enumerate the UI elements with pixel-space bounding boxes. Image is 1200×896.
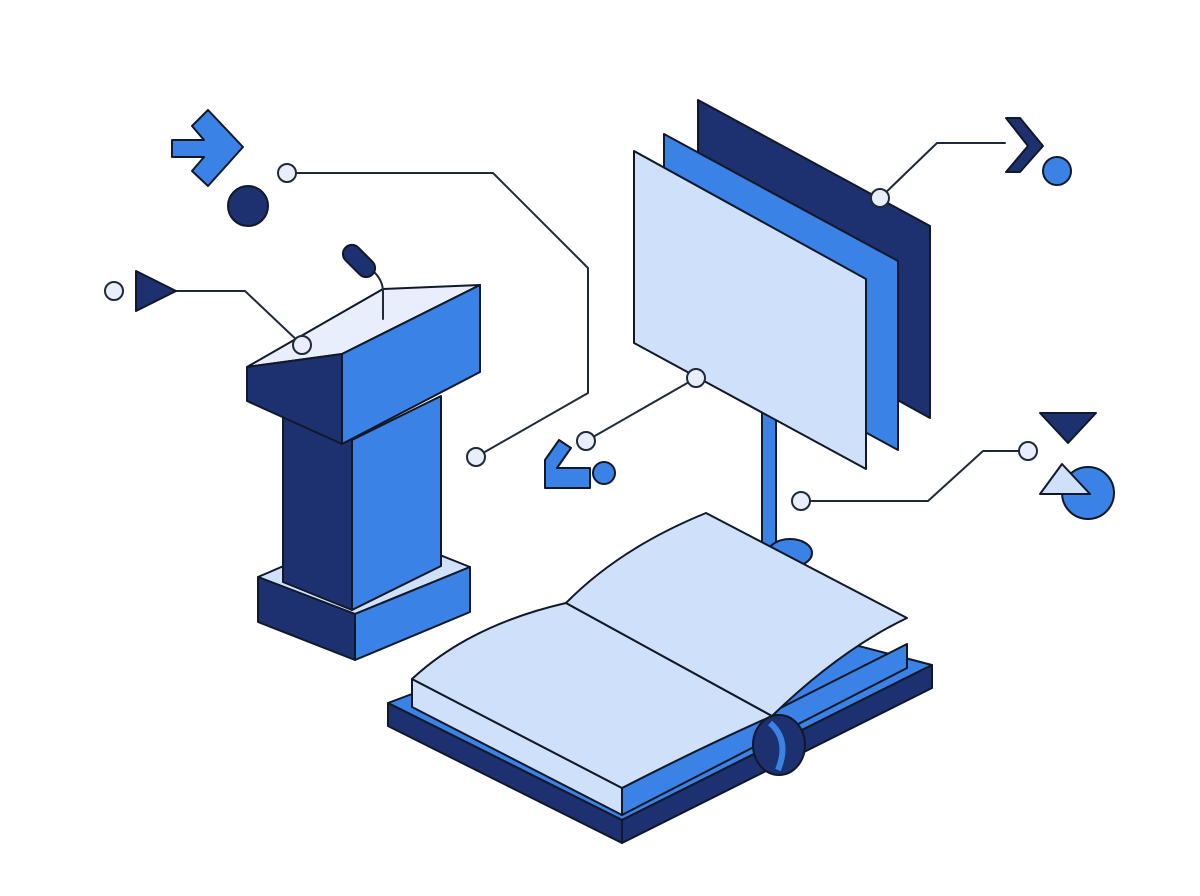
microphone-stand	[372, 270, 384, 320]
connector-node-screen-front	[686, 368, 706, 388]
triangle-down-icon	[1039, 412, 1097, 444]
book-spine-highlight	[767, 720, 786, 772]
lectern-column-right	[351, 395, 442, 611]
navy-dot-icon	[227, 185, 269, 227]
lectern	[246, 284, 481, 661]
connector-lectern-left	[175, 290, 303, 346]
connector-node-screen-back	[870, 188, 890, 208]
open-book	[387, 512, 933, 844]
connector-lines	[175, 142, 1029, 502]
blue-dot-small-icon	[592, 461, 616, 485]
microphone-head	[341, 243, 377, 279]
book-spine	[752, 714, 806, 776]
connector-screen-right	[879, 142, 1006, 199]
double-chevron-right-icon	[171, 109, 244, 187]
connector-node-screen-left-end	[576, 431, 596, 451]
presentation-screens	[633, 99, 931, 568]
triangle-up-light-icon	[1039, 463, 1091, 495]
triangle-right-icon	[135, 270, 177, 312]
blue-dot-icon	[1042, 156, 1072, 186]
lectern-base-right	[354, 566, 471, 661]
microphone	[341, 243, 384, 320]
chevron-right-icon	[1005, 117, 1044, 173]
return-arrow-icon	[544, 439, 591, 489]
connector-node-screen-bottom-start	[791, 491, 811, 511]
connector-node-top-long-start	[277, 163, 297, 183]
chevron-arrow-shape	[171, 109, 244, 187]
book-right-page	[565, 512, 908, 717]
lectern-top-side	[341, 284, 481, 445]
screen-front	[633, 150, 867, 470]
connector-top-long	[286, 172, 589, 458]
connector-screen-bottom	[800, 450, 1029, 502]
connector-node-lectern	[292, 335, 312, 355]
connector-node-top-long-end	[466, 447, 486, 467]
connector-screen-left	[585, 377, 697, 442]
connector-node-screen-bottom-end	[1018, 441, 1038, 461]
connector-node-lectern-start	[104, 281, 124, 301]
